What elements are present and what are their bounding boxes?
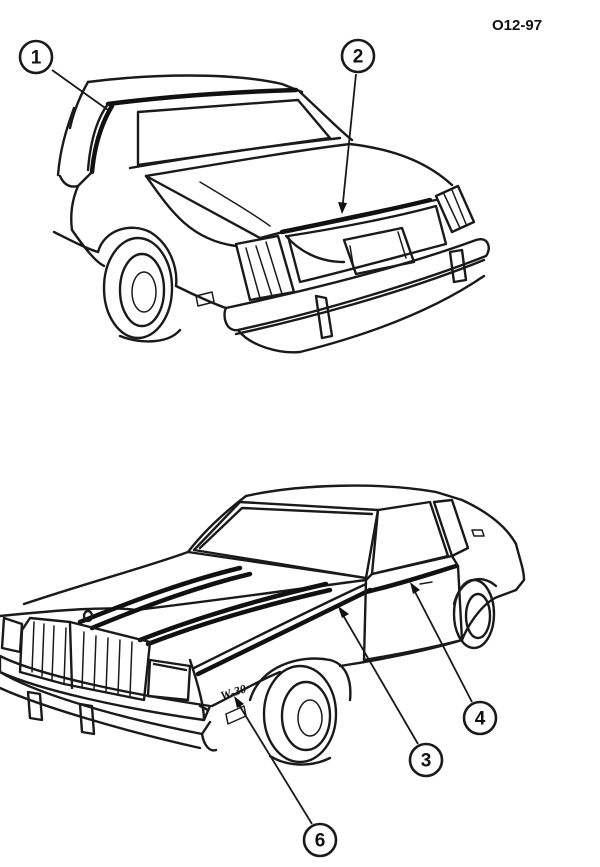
w30-emblem: W-30 <box>219 681 248 702</box>
callout-3-label: 3 <box>421 751 432 772</box>
callout-6: 6 <box>234 696 338 858</box>
callout-3: 3 <box>338 606 444 778</box>
callout-1-label: 1 <box>31 48 42 69</box>
front-view-car: W-30 <box>0 484 526 766</box>
callout-2: 2 <box>338 38 376 214</box>
callout-4-label: 4 <box>475 709 486 730</box>
callout-2-label: 2 <box>353 47 364 68</box>
callout-1: 1 <box>18 39 109 111</box>
figure-id: O12-97 <box>492 17 542 34</box>
rear-view-car <box>52 74 490 354</box>
callout-6-label: 6 <box>315 831 326 852</box>
callout-4: 4 <box>410 582 498 736</box>
